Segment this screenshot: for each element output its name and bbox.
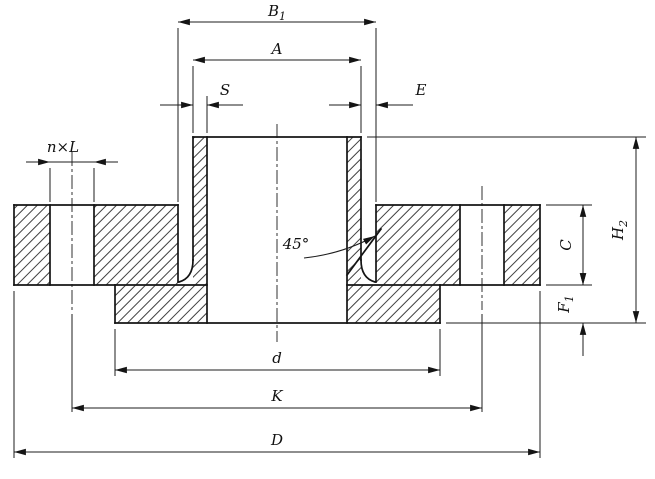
dim-label-angle: 45° [282,235,310,253]
ring-face-outline [114,284,441,324]
dim-e: E [329,81,427,109]
dim-label-h2: H2 [609,220,630,241]
dim-c: C [546,204,592,286]
dim-d-outer: D [13,291,541,458]
hatch-region [193,137,207,285]
hatch-region [347,137,361,285]
dim-h2: H2 [367,136,646,324]
dim-f1: F1 [555,252,587,356]
dim-angle: 45° [282,235,376,259]
dim-label-b1: B1 [267,2,286,23]
dim-b1: B1 [177,2,377,202]
dim-label-k: K [270,387,283,405]
part-hatching [14,137,540,323]
dim-nxl: n×L [26,138,118,202]
dim-d-face: d [114,329,441,376]
centerlines [71,124,483,342]
dim-a: A [192,40,362,133]
bolt-holes-outline [49,204,505,286]
dim-label-d-face: d [272,349,282,367]
hatch-region [94,205,178,285]
dim-label-f1: F1 [555,295,576,313]
dim-k: K [71,314,483,412]
hatch-region [347,285,440,323]
hatch-region [504,205,540,285]
hatch-region [376,205,460,285]
dim-label-c: C [557,239,575,251]
hatch-region [14,205,50,285]
dim-label-s: S [220,81,230,99]
dim-label-a: A [270,40,283,58]
flange-plate-outline [13,204,541,286]
dim-label-e: E [415,81,427,99]
weld-bevel-line [345,227,383,277]
dim-s: S [160,81,243,133]
dim-label-nxl: n×L [47,138,79,156]
dim-label-d-outer: D [270,431,283,449]
hatch-region [115,285,207,323]
